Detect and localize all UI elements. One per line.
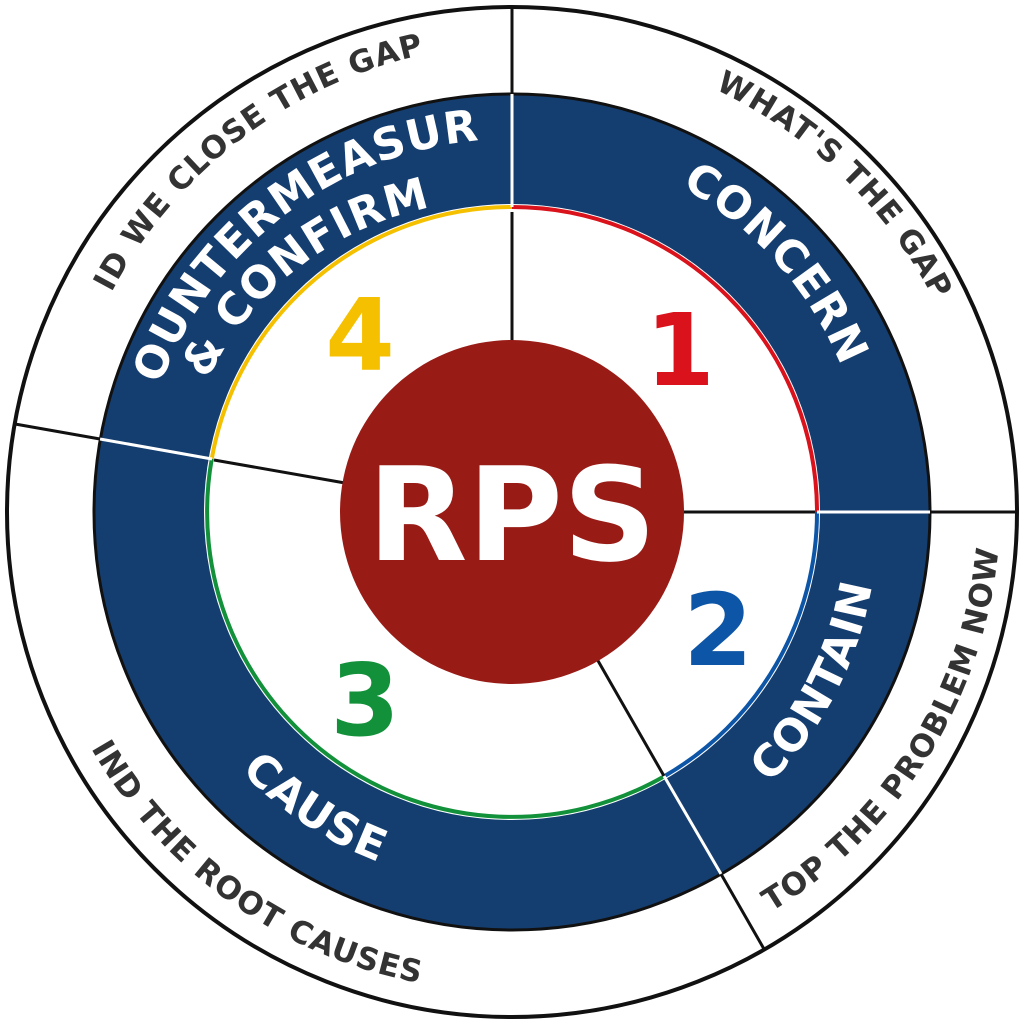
step-4-number: 4 — [325, 277, 395, 394]
divider-line — [719, 873, 766, 950]
center-circle — [340, 340, 684, 684]
step-3-arc — [205, 458, 666, 819]
step-1-number: 1 — [645, 292, 715, 409]
divider-line — [213, 458, 346, 485]
step-2-arc — [663, 511, 819, 778]
divider-line — [99, 437, 213, 461]
step-2-number: 2 — [683, 572, 753, 689]
center-label: RPS — [367, 439, 656, 591]
step-3-number: 3 — [330, 642, 400, 759]
divider-line — [662, 775, 723, 875]
step-1-arc — [511, 205, 819, 513]
divider-line — [595, 658, 666, 777]
step-4-arc — [209, 205, 513, 459]
divider-line — [14, 422, 101, 441]
